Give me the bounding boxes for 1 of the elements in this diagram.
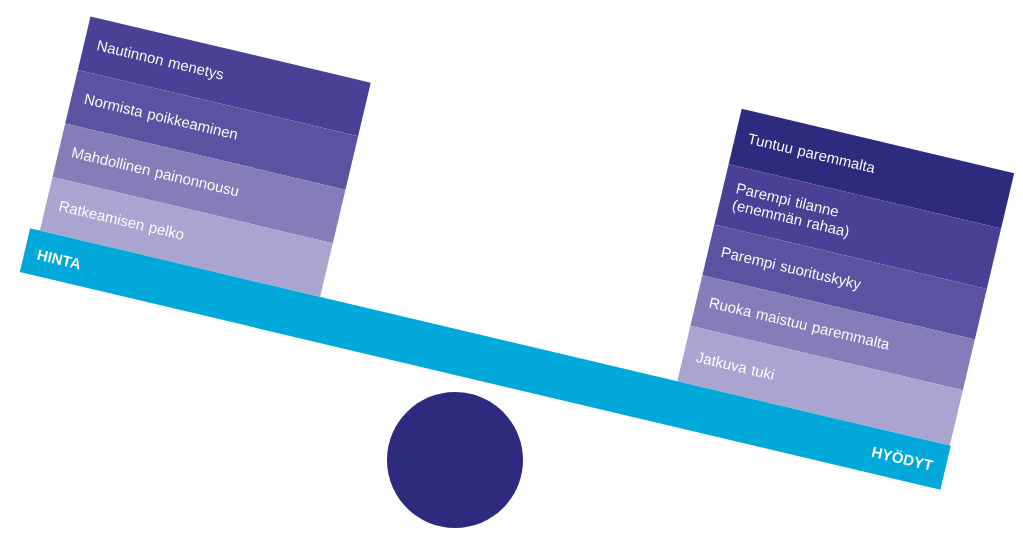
fulcrum-circle	[387, 392, 523, 528]
